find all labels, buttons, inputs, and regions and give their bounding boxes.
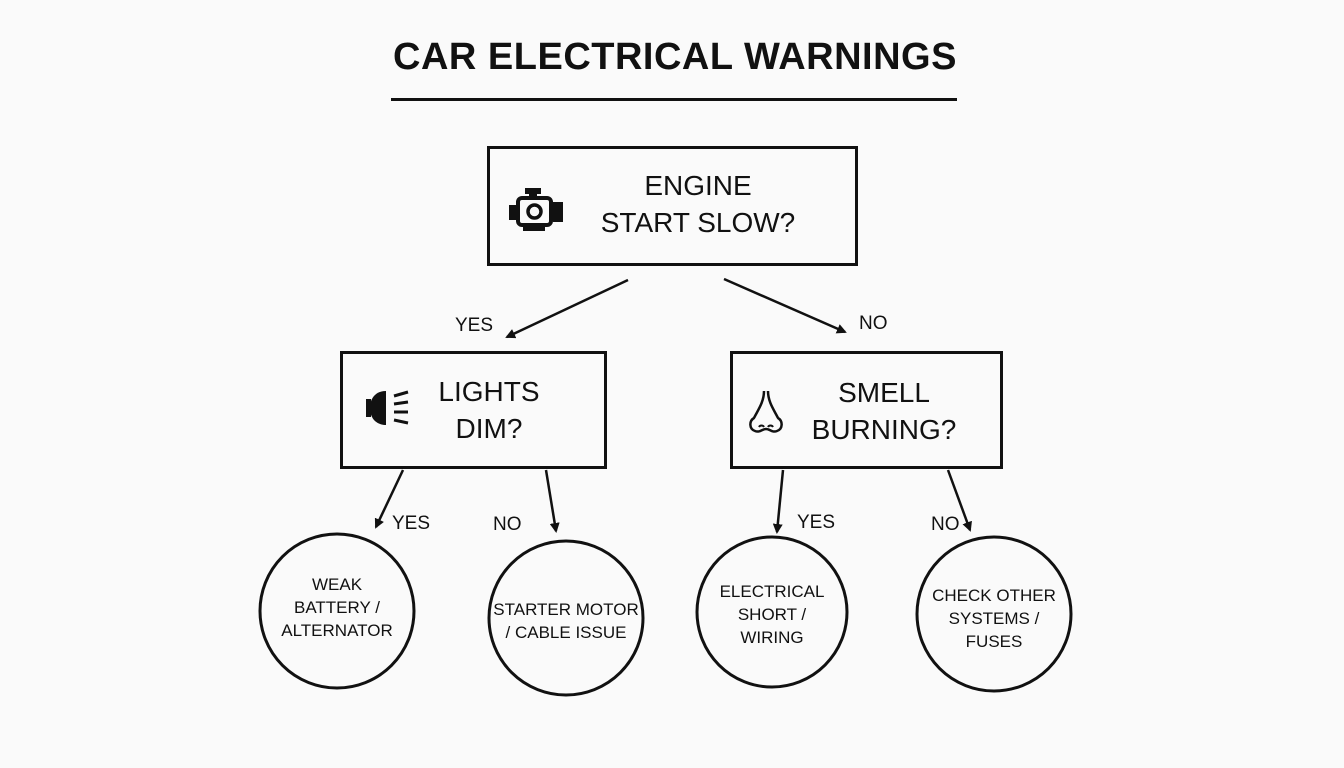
lights-no-arrow bbox=[544, 469, 560, 533]
check-other-outcome: CHECK OTHER SYSTEMS / FUSES bbox=[922, 584, 1066, 653]
root-no-label: NO bbox=[859, 313, 888, 334]
smell-question-text: SMELL BURNING? bbox=[798, 374, 970, 448]
check-other-line1: CHECK OTHER bbox=[932, 586, 1056, 605]
smell-no-label: NO bbox=[931, 514, 960, 535]
headlight-icon bbox=[366, 390, 409, 425]
starter-motor-outcome: STARTER MOTOR / CABLE ISSUE bbox=[486, 598, 646, 644]
check-other-line3: FUSES bbox=[965, 632, 1023, 651]
electrical-short-line3: WIRING bbox=[740, 628, 804, 647]
weak-battery-line1: WEAK bbox=[311, 575, 363, 594]
root-question-box bbox=[487, 146, 858, 266]
weak-battery-outcome: WEAK BATTERY / ALTERNATOR bbox=[267, 573, 407, 642]
weak-battery-circle bbox=[258, 532, 416, 690]
lights-yes-label: YES bbox=[392, 513, 431, 534]
root-no-arrow bbox=[723, 277, 847, 334]
root-question-line2: START SLOW? bbox=[600, 207, 796, 238]
smell-question-box bbox=[730, 351, 1003, 469]
smell-yes-arrow bbox=[772, 469, 785, 534]
smell-question-line1: SMELL bbox=[838, 377, 930, 408]
lights-question-line2: DIM? bbox=[455, 413, 523, 444]
engine-icon bbox=[509, 188, 563, 231]
smell-no-arrow bbox=[946, 469, 972, 532]
root-question-text: ENGINE START SLOW? bbox=[570, 167, 826, 241]
root-question-line1: ENGINE bbox=[644, 170, 752, 201]
weak-battery-line2: BATTERY / bbox=[294, 598, 380, 617]
electrical-short-outcome: ELECTRICAL SHORT / WIRING bbox=[702, 580, 842, 649]
lights-yes-arrow bbox=[374, 469, 405, 529]
check-other-circle bbox=[915, 535, 1073, 693]
smell-question-line2: BURNING? bbox=[811, 414, 957, 445]
starter-motor-line2: / CABLE ISSUE bbox=[505, 623, 627, 642]
nose-icon bbox=[749, 390, 783, 433]
smell-yes-label: YES bbox=[797, 512, 836, 533]
diagram-title: CAR ELECTRICAL WARNINGS bbox=[393, 36, 957, 78]
lights-no-label: NO bbox=[493, 514, 522, 535]
check-other-line2: SYSTEMS / bbox=[948, 609, 1040, 628]
lights-question-text: LIGHTS DIM? bbox=[416, 373, 562, 447]
weak-battery-line3: ALTERNATOR bbox=[281, 621, 393, 640]
starter-motor-circle bbox=[487, 539, 645, 697]
root-yes-label: YES bbox=[455, 315, 494, 336]
lights-question-line1: LIGHTS bbox=[438, 376, 540, 407]
root-yes-arrow bbox=[505, 278, 629, 339]
electrical-short-line1: ELECTRICAL bbox=[719, 582, 825, 601]
starter-motor-line1: STARTER MOTOR bbox=[493, 600, 639, 619]
electrical-short-circle bbox=[695, 535, 849, 689]
title-underline bbox=[391, 98, 957, 101]
electrical-short-line2: SHORT / bbox=[737, 605, 807, 624]
